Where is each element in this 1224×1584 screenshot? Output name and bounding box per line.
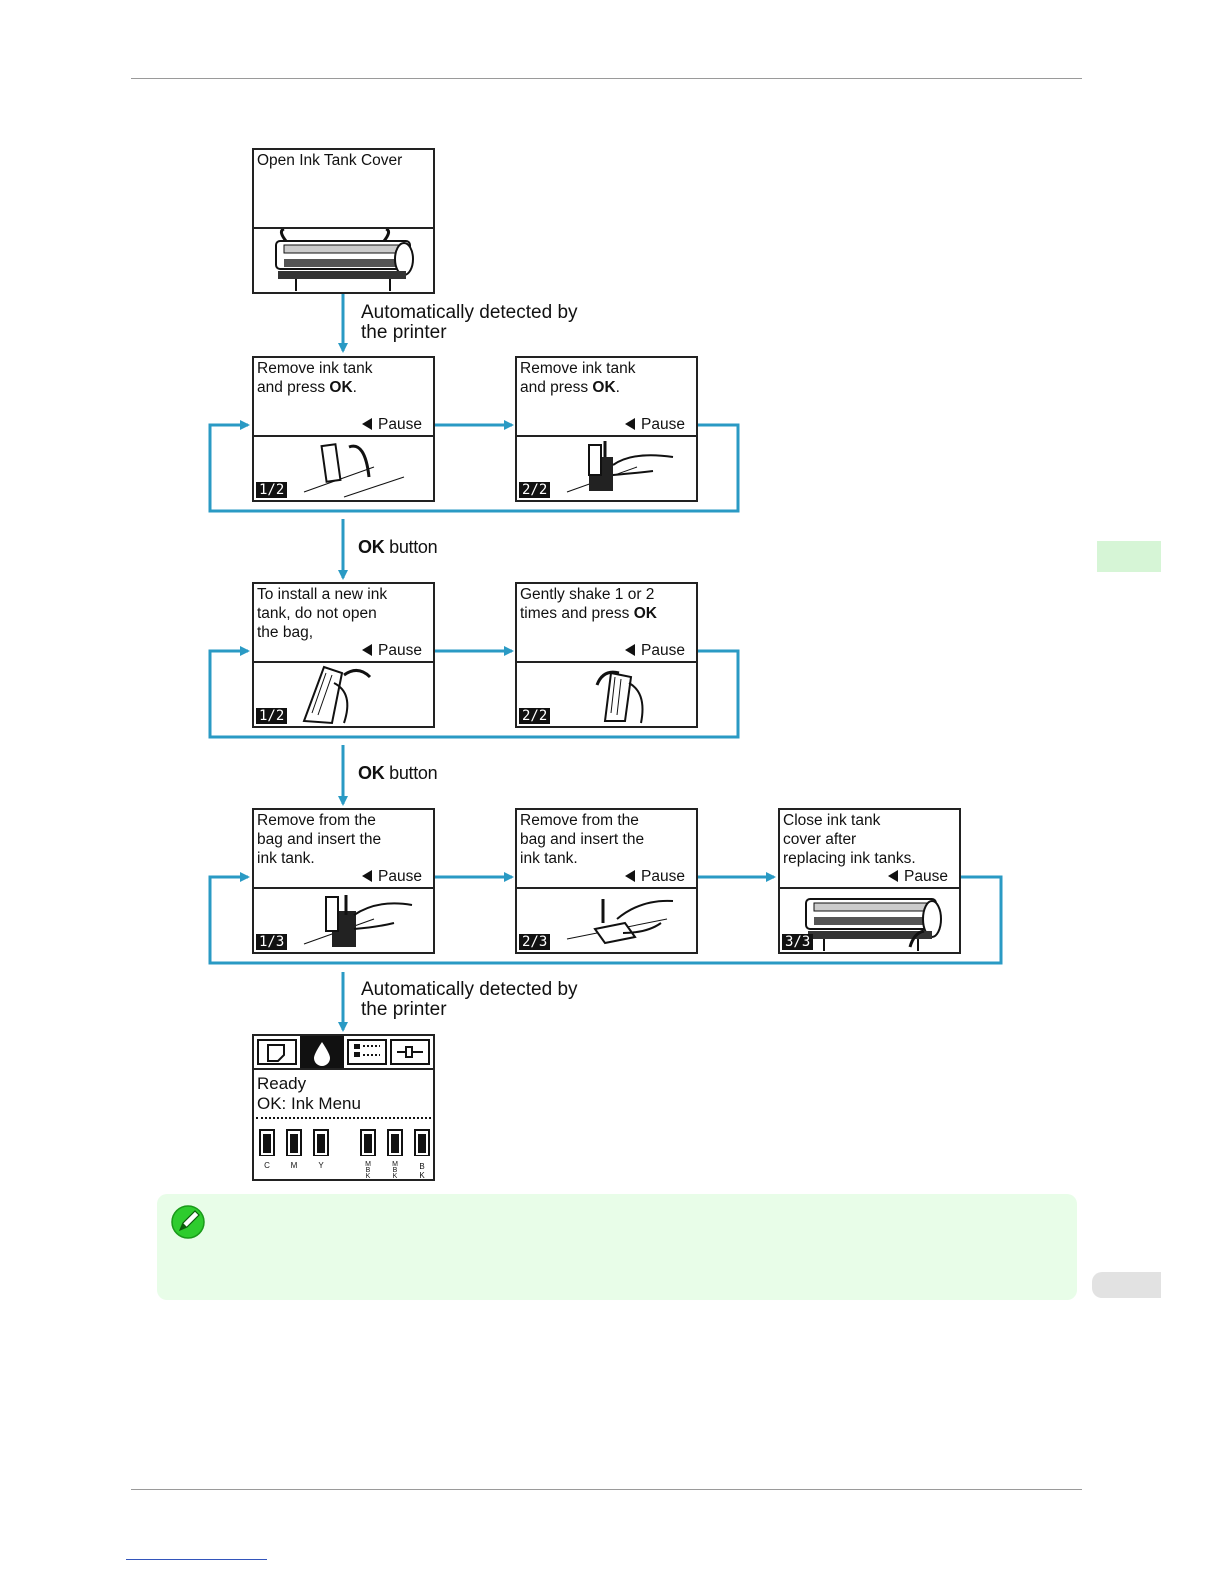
step-badge: 3/3 bbox=[782, 934, 814, 950]
step-badge: 2/2 bbox=[519, 482, 551, 498]
panel-insert-2: Remove from the bag and insert the ink t… bbox=[515, 808, 698, 954]
loop-r3 bbox=[208, 872, 1003, 965]
auto-detect-label-2: Automatically detected by the printer bbox=[361, 979, 578, 1020]
loop-r1 bbox=[208, 420, 740, 513]
pause-softkey[interactable]: Pause bbox=[362, 415, 422, 434]
tank-remove-illustration bbox=[517, 437, 696, 500]
step-badge: 2/3 bbox=[519, 934, 551, 950]
status-ready: Ready bbox=[257, 1074, 307, 1093]
menu-tab-bar bbox=[257, 1036, 430, 1068]
panel-close-3: Close ink tank cover after replacing ink… bbox=[778, 808, 961, 954]
ink-label-m: M bbox=[290, 1161, 298, 1170]
status-ok-menu: OK: Ink Menu bbox=[257, 1094, 361, 1113]
left-triangle-icon bbox=[362, 644, 373, 656]
step-badge: 1/3 bbox=[256, 934, 288, 950]
step-badge: 2/2 bbox=[519, 708, 551, 724]
footer-link-underline[interactable] bbox=[126, 1559, 267, 1560]
left-triangle-icon bbox=[362, 418, 373, 430]
pause-softkey[interactable]: Pause bbox=[625, 867, 685, 886]
ink-label-bk: BK bbox=[419, 1162, 425, 1180]
step-badge: 1/2 bbox=[256, 482, 288, 498]
left-triangle-icon bbox=[888, 870, 899, 882]
ink-level-bars bbox=[259, 1129, 430, 1156]
pause-softkey[interactable]: Pause bbox=[362, 641, 422, 660]
auto-detect-label-1: Automatically detected by the printer bbox=[361, 302, 578, 343]
printer-close-illustration bbox=[780, 889, 959, 952]
panel-text: Open Ink Tank Cover bbox=[257, 152, 403, 169]
step-badge: 1/2 bbox=[256, 708, 288, 724]
pause-softkey[interactable]: Pause bbox=[625, 641, 685, 660]
panel-install-1: To install a new ink tank, do not open t… bbox=[252, 582, 435, 728]
panel-ready: Ready OK: Ink Menu C M Y MBK MBK BK bbox=[252, 1034, 435, 1181]
panel-text: To install a new ink tank, do not open t… bbox=[257, 586, 388, 641]
pause-softkey[interactable]: Pause bbox=[362, 867, 422, 886]
ink-label-c: C bbox=[264, 1161, 270, 1170]
ok-button-label-1: OK button bbox=[358, 537, 438, 557]
left-triangle-icon bbox=[362, 870, 373, 882]
ink-label-y: Y bbox=[318, 1161, 324, 1170]
panel-open-cover: Open Ink Tank Cover bbox=[252, 148, 435, 294]
printer-open-illustration bbox=[254, 229, 433, 292]
section-side-tab[interactable] bbox=[1092, 1272, 1161, 1298]
panel-insert-1: Remove from the bag and insert the ink t… bbox=[252, 808, 435, 954]
insert-tank-illustration bbox=[254, 889, 433, 952]
ok-button-label-2: OK button bbox=[358, 763, 438, 783]
left-triangle-icon bbox=[625, 418, 636, 430]
shake-tank-illustration bbox=[517, 663, 696, 726]
bag-hand-illustration bbox=[254, 663, 433, 726]
left-triangle-icon bbox=[625, 644, 636, 656]
pencil-note-icon bbox=[171, 1205, 205, 1239]
ink-label-mbk-1: MBK bbox=[365, 1161, 371, 1180]
header-rule bbox=[131, 78, 1082, 79]
chapter-side-tab[interactable] bbox=[1097, 541, 1161, 572]
panel-text: Close ink tank cover after replacing ink… bbox=[783, 812, 916, 867]
press-lever-illustration bbox=[517, 889, 696, 952]
note-box bbox=[157, 1194, 1077, 1300]
pause-softkey[interactable]: Pause bbox=[888, 867, 948, 886]
panel-text: Remove from the bag and insert the ink t… bbox=[520, 812, 645, 867]
ink-label-mbk-2: MBK bbox=[392, 1161, 398, 1180]
footer-rule bbox=[131, 1489, 1082, 1490]
lever-up-illustration bbox=[254, 437, 433, 500]
pause-softkey[interactable]: Pause bbox=[625, 415, 685, 434]
panel-text: Remove from the bag and insert the ink t… bbox=[257, 812, 382, 867]
loop-r2 bbox=[208, 646, 740, 739]
left-triangle-icon bbox=[625, 870, 636, 882]
settings-tab-icon bbox=[347, 1039, 387, 1065]
